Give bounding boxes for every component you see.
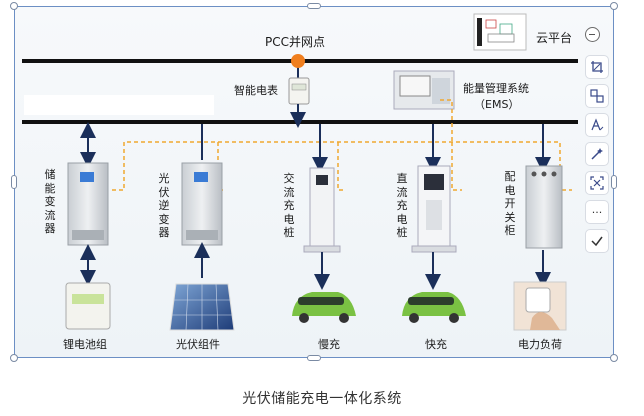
- slow-charge-car-icon: [292, 292, 356, 323]
- collapse-minus-icon[interactable]: [585, 27, 600, 42]
- resize-handle-top-right[interactable]: [610, 2, 618, 10]
- resize-handle-top[interactable]: [307, 3, 321, 9]
- resize-handle-bottom[interactable]: [307, 355, 321, 361]
- text-edit-icon[interactable]: [585, 113, 609, 137]
- ocr-scan-icon[interactable]: [585, 171, 609, 195]
- pv-inverter-label: 光伏逆变器: [158, 172, 170, 239]
- ems-label-line1: 能量管理系统: [463, 82, 529, 95]
- resize-handle-left[interactable]: [11, 175, 17, 189]
- dc-charger-icon: [411, 165, 457, 253]
- resize-handle-right[interactable]: [611, 175, 617, 189]
- resize-handle-bottom-right[interactable]: [610, 354, 618, 362]
- confirm-icon[interactable]: [585, 229, 609, 253]
- storage-converter-cabinet-icon: [67, 162, 109, 246]
- magic-wand-icon[interactable]: [585, 142, 609, 166]
- crop-icon[interactable]: [585, 55, 609, 79]
- power-load-plug-icon: [513, 281, 567, 331]
- power-load-label: 电力负荷: [518, 338, 562, 351]
- replace-image-icon[interactable]: [585, 84, 609, 108]
- solar-panel-icon: [169, 283, 235, 331]
- pv-module-label: 光伏组件: [176, 338, 220, 351]
- distribution-cabinet-label: 配电开关柜: [504, 170, 516, 237]
- resize-handle-bottom-left[interactable]: [10, 354, 18, 362]
- pcc-label: PCC并网点: [265, 35, 325, 49]
- blank-area: [24, 95, 214, 115]
- resize-handle-top-left[interactable]: [10, 2, 18, 10]
- smart-meter-icon: [288, 77, 310, 105]
- pv-inverter-cabinet-icon: [181, 162, 223, 246]
- figure-caption: 光伏储能充电一体化系统: [242, 391, 402, 407]
- smart-meter-label: 智能电表: [234, 84, 278, 97]
- ems-device-icon: [393, 70, 455, 110]
- more-icon[interactable]: ···: [585, 200, 609, 224]
- dc-charger-label: 直流充电桩: [396, 172, 408, 239]
- pcc-point-dot: [291, 54, 305, 68]
- slow-charge-label: 慢充: [318, 338, 340, 351]
- ac-charger-icon: [303, 167, 341, 253]
- battery-pack-icon: [65, 282, 111, 330]
- cloud-platform-label: 云平台: [536, 31, 573, 45]
- fast-charge-car-icon: [402, 292, 466, 323]
- battery-label: 锂电池组: [63, 338, 107, 351]
- fast-charge-label: 快充: [425, 338, 447, 351]
- cloud-platform-icon: [473, 13, 527, 51]
- communication-dashed-lines: [112, 99, 572, 191]
- ems-label-line2: （EMS）: [474, 98, 520, 111]
- distribution-cabinet-icon: [525, 165, 563, 249]
- image-edit-toolbar: ···: [585, 55, 611, 253]
- ac-charger-label: 交流充电桩: [283, 172, 295, 239]
- storage-converter-label: 储能变流器: [44, 168, 56, 235]
